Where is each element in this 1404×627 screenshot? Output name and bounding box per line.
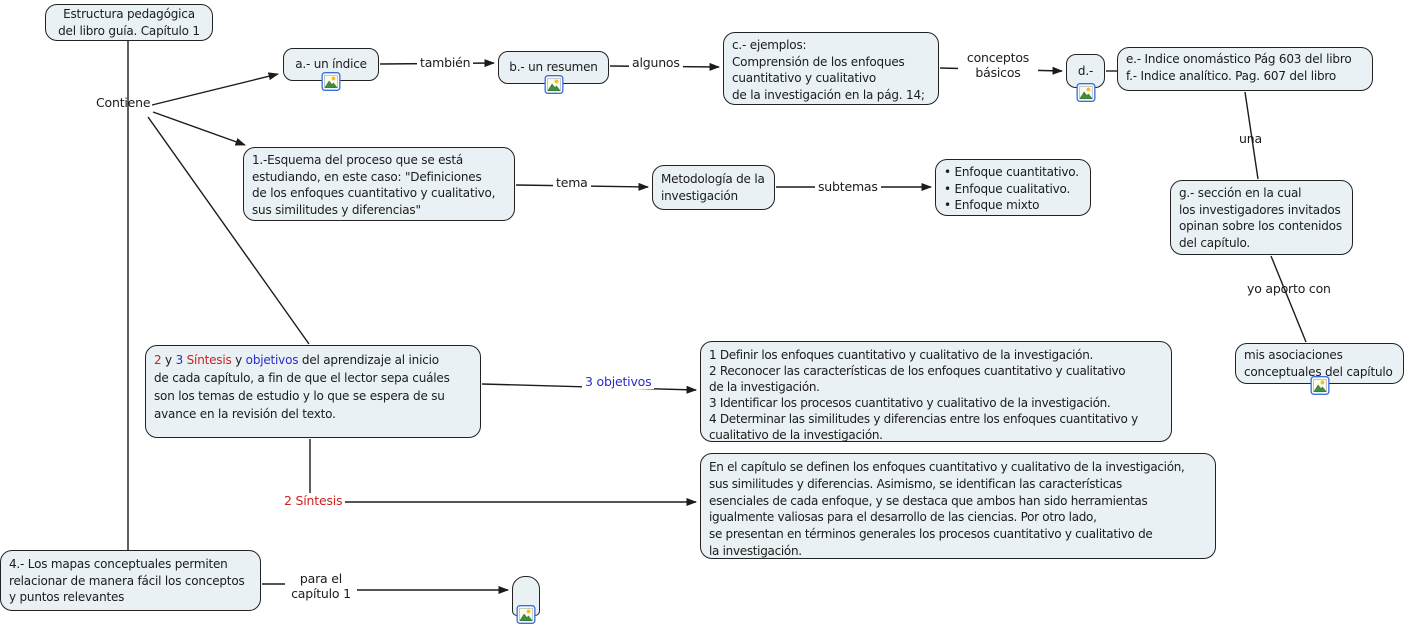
concept-node-estructura[interactable]: Estructura pedagógica del libro guía. Ca… [45, 4, 213, 41]
concept-node-enfoques[interactable]: • Enfoque cuantitativo. • Enfoque cualit… [935, 159, 1091, 216]
linking-phrase-subtemas[interactable]: subtemas [815, 179, 881, 194]
linking-phrase-conceptos-basicos[interactable]: conceptos básicos [958, 50, 1038, 80]
node-text: son los temas de estudio y lo que se esp… [154, 389, 445, 403]
node-text: 1.-Esquema del proceso que se está [252, 153, 464, 167]
image-resource-icon[interactable] [516, 605, 536, 624]
node-text: f.- Indice analítico. Pag. 607 del libro [1126, 68, 1337, 83]
node-text: avance en la revisión del texto. [154, 407, 336, 421]
node-text: de cada capítulo, a fin de que el lector… [154, 371, 450, 385]
image-resource-icon[interactable] [1310, 376, 1329, 395]
node-text: En el capítulo se definen los enfoques c… [709, 460, 1185, 474]
node-text: de la investigación. [709, 380, 820, 394]
concept-node-imagen-capitulo1[interactable] [512, 576, 540, 624]
concept-node-resumen[interactable]: b.- un resumen [498, 51, 609, 94]
bullet: • [944, 181, 951, 196]
node-text: estudiando, en este caso: "Definiciones [252, 169, 482, 184]
linking-phrase-tambien[interactable]: también [417, 55, 474, 70]
node-text: • Enfoque mixto [944, 198, 1040, 212]
node-text: mis asociaciones [1244, 348, 1343, 362]
node-text: relacionar de manera fácil los conceptos [9, 573, 245, 588]
concept-node-ejemplos[interactable]: c.- ejemplos: Comprensión de los enfoque… [723, 32, 939, 105]
node-text: d.- [1077, 63, 1094, 78]
linking-phrase-3-objetivos[interactable]: 3 objetivos [582, 374, 655, 389]
concept-node-mapas[interactable]: 4.- Los mapas conceptuales permiten rela… [0, 550, 261, 611]
concept-node-indice[interactable]: a.- un índice [283, 48, 379, 91]
image-resource-icon[interactable] [321, 72, 341, 91]
concept-node-objetivos-lista[interactable]: 1 Definir los enfoques cuantitativo y cu… [700, 341, 1172, 442]
concept-node-indices-ef[interactable]: e.- Indice onomástico Pág 603 del libro … [1117, 47, 1373, 91]
node-text: cualitativo de la investigación. [709, 428, 883, 442]
bullet: • [944, 165, 951, 179]
node-text: Estructura pedagógica [63, 7, 195, 21]
linking-phrase-tema[interactable]: tema [553, 175, 591, 190]
node-text: a.- un índice [295, 57, 367, 72]
image-resource-icon[interactable] [1076, 83, 1095, 102]
node-text: del capítulo. [1179, 235, 1251, 250]
node-text: e.- Indice onomástico Pág 603 del libro [1126, 52, 1352, 66]
node-text: • Enfoque cuantitativo. [944, 165, 1079, 179]
node-text: de la investigación en la pág. 14; [732, 87, 925, 102]
node-text: investigación [661, 188, 738, 203]
node-text: sus similitudes y diferencias" [252, 202, 421, 217]
node-text: 2 Reconocer las características de los e… [709, 364, 1126, 378]
node-text: opinan sobre los contenidos [1179, 219, 1342, 233]
node-text: 4 Determinar las similitudes y diferenci… [709, 412, 1138, 426]
linking-phrase-2-sintesis[interactable]: 2 Síntesis [281, 493, 346, 508]
node-text: la investigación. [709, 543, 802, 558]
concept-node-asociaciones[interactable]: mis asociaciones conceptuales del capítu… [1235, 343, 1404, 395]
node-text: y puntos relevantes [9, 590, 125, 604]
node-text: 2 y 3 Síntesis y objetivos del aprendiza… [154, 353, 439, 367]
node-text: igualmente valiosas para el desarrollo d… [709, 510, 1097, 525]
node-text: del libro guía. Capítulo 1 [58, 23, 200, 38]
node-text: de los enfoques cuantitativo y cualitati… [252, 186, 496, 200]
node-text: b.- un resumen [509, 60, 598, 75]
concept-node-sintesis-objetivos[interactable]: 2 y 3 Síntesis y objetivos del aprendiza… [145, 345, 481, 438]
concept-node-sintesis-texto[interactable]: En el capítulo se definen los enfoques c… [700, 453, 1216, 559]
linking-phrase-yo-aporto-con[interactable]: yo aporto con [1247, 281, 1331, 296]
node-text: 1 Definir los enfoques cuantitativo y cu… [709, 348, 1094, 362]
image-resource-icon[interactable] [544, 75, 563, 94]
concept-node-metodologia[interactable]: Metodología de la investigación [652, 165, 775, 210]
node-text: Metodología de la [661, 172, 765, 186]
linking-phrase-contiene[interactable]: Contiene [96, 95, 151, 110]
node-text: esenciales de cada enfoque, y se destaca… [709, 493, 1148, 508]
concept-node-esquema[interactable]: 1.-Esquema del proceso que se está estud… [243, 147, 515, 221]
node-text: Comprensión de los enfoques [732, 54, 905, 69]
node-text: • Enfoque cualitativo. [944, 181, 1071, 196]
node-text: los investigadores invitados [1179, 202, 1341, 217]
node-text: 3 Identificar los procesos cuantitativo … [709, 396, 1111, 410]
node-text: se presentan en términos generales los p… [709, 527, 1153, 542]
concept-node-d[interactable]: d.- [1066, 54, 1105, 102]
node-text: 4.- Los mapas conceptuales permiten [9, 557, 228, 571]
concept-node-seccion-g[interactable]: g.- sección en la cual los investigadore… [1170, 180, 1353, 255]
node-text: cuantitativo y cualitativo [732, 71, 877, 85]
linking-phrase-algunos[interactable]: algunos [629, 55, 683, 70]
linking-phrase-para-el-capitulo-1[interactable]: para el capítulo 1 [285, 571, 357, 601]
node-text: sus similitudes y diferencias. Asimismo,… [709, 476, 1122, 491]
linking-phrase-una[interactable]: una [1239, 131, 1262, 146]
node-text: g.- sección en la cual [1179, 186, 1302, 200]
bullet: • [944, 198, 951, 212]
node-text: conceptuales del capítulo [1244, 364, 1393, 379]
node-text: c.- ejemplos: [732, 38, 807, 52]
